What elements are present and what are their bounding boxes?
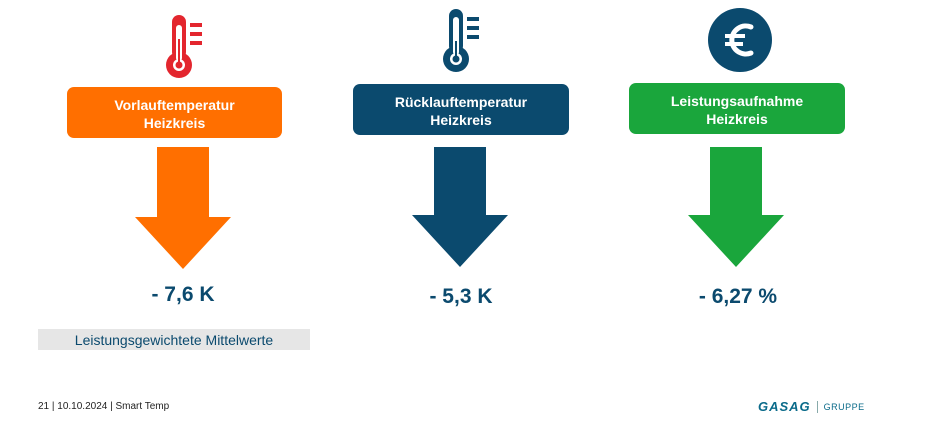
label-vorlauftemperatur: Vorlauftemperatur Heizkreis (67, 87, 282, 138)
value-vorlauftemperatur: - 7,6 K (151, 283, 215, 306)
label-ruecklauftemperatur: Rücklauftemperatur Heizkreis (353, 84, 569, 135)
label-line-1: Leistungsaufnahme (670, 92, 804, 109)
gasag-logo: GASAG GRUPPE (758, 399, 865, 414)
value-ruecklauftemperatur: - 5,3 K (429, 285, 493, 308)
label-line-2: Heizkreis (430, 111, 492, 128)
footer-text: 21 | 10.10.2024 | Smart Temp (38, 401, 170, 412)
label-line-2: Heizkreis (706, 110, 768, 127)
down-arrow-orange (135, 147, 231, 269)
label-line-2: Heizkreis (143, 114, 206, 131)
thermometer-icon (443, 9, 479, 72)
down-arrow-green (688, 147, 784, 267)
logo-separator (816, 400, 818, 413)
logo-word: GASAG (758, 399, 811, 414)
label-leistungsaufnahme: Leistungsaufnahme Heizkreis (629, 83, 845, 134)
label-line-1: Rücklauftemperatur (394, 93, 528, 110)
logo-sub: GRUPPE (823, 401, 865, 412)
value-leistungsaufnahme: - 6,27 % (698, 285, 778, 308)
thermometer-hot-icon (166, 15, 202, 78)
euro-icon (708, 8, 772, 72)
legend-chip: Leistungsgewichtete Mittelwerte (38, 329, 310, 350)
down-arrow-navy (412, 147, 508, 267)
label-line-1: Vorlauftemperatur (114, 96, 235, 113)
